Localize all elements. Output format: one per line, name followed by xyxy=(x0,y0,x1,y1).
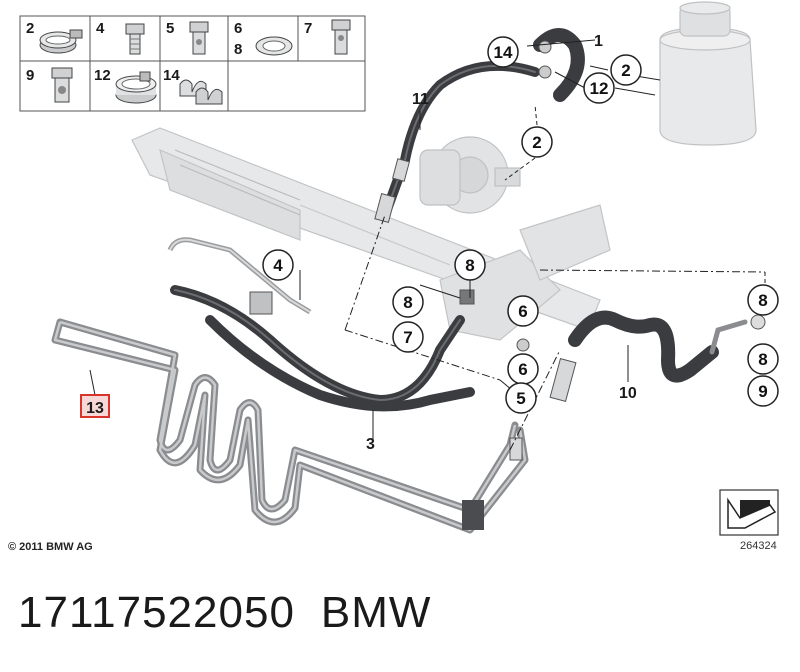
legend-num-7: 7 xyxy=(304,20,312,37)
legend-num-6: 6 xyxy=(234,20,242,37)
seal-ring-icon xyxy=(255,36,293,56)
legend-num-12: 12 xyxy=(94,67,111,84)
banjo-bolt-icon xyxy=(51,67,73,103)
callout-2a: 2 xyxy=(610,54,642,86)
svg-text:12: 12 xyxy=(590,79,609,98)
callout-12: 12 xyxy=(583,72,615,104)
svg-text:9: 9 xyxy=(758,382,767,401)
part-number: 17117522050 xyxy=(18,588,295,637)
copyright-notice: © 2011 BMW AG xyxy=(8,541,93,553)
svg-text:8: 8 xyxy=(758,350,767,369)
drawing-number: 264324 xyxy=(740,540,777,552)
pipe-mount-bracket xyxy=(462,500,484,530)
callout-14: 14 xyxy=(487,36,519,68)
hose-clamp-icon xyxy=(39,29,83,54)
callout-10: 10 xyxy=(619,385,637,402)
ghost-power-steering-pump xyxy=(419,136,521,214)
callout-8d: 8 xyxy=(747,343,779,375)
legend-num-14: 14 xyxy=(163,67,180,84)
callout-11: 11 xyxy=(412,91,429,108)
svg-text:2: 2 xyxy=(621,61,630,80)
svg-text:4: 4 xyxy=(273,256,283,275)
parts-legend: 2 4 5 6 8 7 9 12 14 xyxy=(19,15,366,112)
callout-2b: 2 xyxy=(521,126,553,158)
legend-num-2: 2 xyxy=(26,20,34,37)
svg-text:8: 8 xyxy=(403,293,412,312)
svg-text:7: 7 xyxy=(403,328,412,347)
svg-text:8: 8 xyxy=(758,291,767,310)
legend-num-5: 5 xyxy=(166,20,174,37)
callout-6a: 6 xyxy=(507,295,539,327)
callout-13-highlighted[interactable]: 13 xyxy=(80,394,110,418)
cooling-loop-pipe-13-inner xyxy=(53,320,527,532)
callout-3: 3 xyxy=(366,436,375,453)
callout-1: 1 xyxy=(594,33,603,50)
ghost-fluid-reservoir xyxy=(659,1,757,146)
svg-text:8: 8 xyxy=(465,256,474,275)
hose-fittings xyxy=(249,40,766,461)
callout-4: 4 xyxy=(262,249,294,281)
callout-8c: 8 xyxy=(747,284,779,316)
legend-num-9: 9 xyxy=(26,67,34,84)
svg-text:2: 2 xyxy=(532,133,541,152)
leader-lines xyxy=(89,39,766,451)
bracket-clip-icon xyxy=(179,79,223,105)
hollow-bolt-small-icon xyxy=(331,19,351,55)
hose-3 xyxy=(170,285,475,412)
hose-10 xyxy=(568,310,748,383)
svg-text:5: 5 xyxy=(516,389,525,408)
bolt-icon xyxy=(125,23,145,55)
svg-text:6: 6 xyxy=(518,302,527,321)
brand-name: BMW xyxy=(320,588,432,637)
callout-5: 5 xyxy=(505,382,537,414)
callout-7: 7 xyxy=(392,321,424,353)
svg-text:14: 14 xyxy=(494,43,513,62)
legend-num-4: 4 xyxy=(96,20,105,37)
svg-text:13: 13 xyxy=(86,400,104,417)
orientation-arrow-icon xyxy=(719,489,779,536)
clamp-band-icon xyxy=(115,71,157,104)
callout-9: 9 xyxy=(747,375,779,407)
callout-8a: 8 xyxy=(454,249,486,281)
callout-6b: 6 xyxy=(507,353,539,385)
svg-text:6: 6 xyxy=(518,360,527,379)
callout-8b: 8 xyxy=(392,286,424,318)
hollow-bolt-icon xyxy=(189,21,209,55)
part-caption: 17117522050 BMW xyxy=(18,588,457,638)
legend-num-8: 8 xyxy=(234,41,242,58)
